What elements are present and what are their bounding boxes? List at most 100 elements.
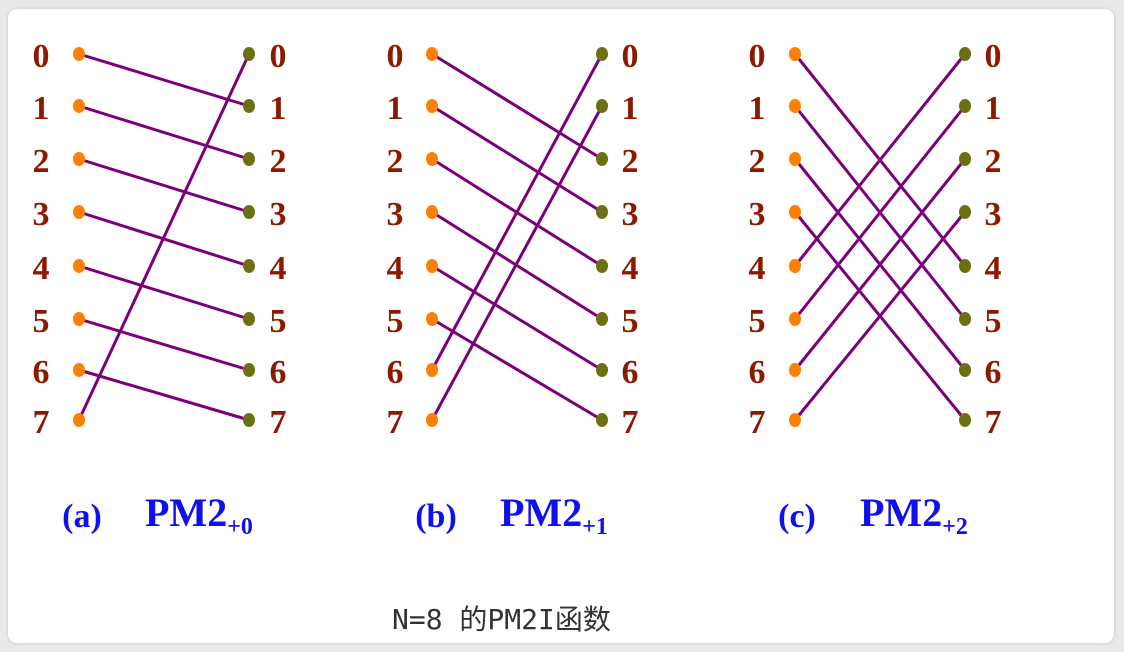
left-node-dot	[426, 99, 438, 113]
left-node-label: 6	[749, 354, 766, 391]
left-node-label: 0	[749, 38, 766, 75]
left-node-dot	[789, 312, 801, 326]
left-node-dot	[426, 47, 438, 61]
right-node-label: 0	[622, 38, 639, 75]
connection-line	[77, 53, 251, 421]
left-node-dot	[73, 413, 85, 427]
right-node-dot	[959, 363, 971, 377]
left-node-label: 6	[33, 354, 50, 391]
left-node-label: 2	[387, 143, 404, 180]
connection-line	[78, 264, 250, 321]
left-node-dot	[73, 259, 85, 273]
left-node-dot	[73, 47, 85, 61]
left-node-label: 3	[749, 196, 766, 233]
left-node-label: 7	[387, 404, 404, 441]
connection-line	[431, 104, 603, 214]
connection-line	[431, 52, 603, 161]
right-node-label: 2	[270, 143, 287, 180]
right-node-label: 5	[622, 303, 639, 340]
left-node-label: 6	[387, 354, 404, 391]
panel-tag: (c)	[778, 498, 816, 535]
caption: N=8 的PM2I函数	[392, 603, 611, 636]
left-node-dot	[73, 152, 85, 166]
left-node-label: 4	[749, 250, 766, 287]
right-node-label: 2	[622, 143, 639, 180]
left-node-dot	[426, 259, 438, 273]
right-node-label: 5	[270, 303, 287, 340]
connection-line	[430, 53, 604, 371]
right-node-label: 5	[985, 303, 1002, 340]
left-node-dot	[789, 152, 801, 166]
left-node-label: 4	[33, 250, 50, 287]
right-node-dot	[596, 205, 608, 219]
right-node-dot	[959, 47, 971, 61]
right-node-label: 3	[270, 196, 287, 233]
function-label: PM2+1	[500, 490, 608, 540]
left-node-dot	[789, 47, 801, 61]
right-node-dot	[596, 152, 608, 166]
right-node-label: 1	[985, 90, 1002, 127]
connection-line	[78, 52, 250, 108]
left-node-label: 3	[33, 196, 50, 233]
right-node-label: 3	[985, 196, 1002, 233]
right-node-dot	[596, 259, 608, 273]
left-node-label: 0	[33, 38, 50, 75]
right-node-dot	[596, 47, 608, 61]
right-node-label: 4	[622, 250, 639, 287]
left-node-label: 7	[749, 404, 766, 441]
right-node-dot	[243, 312, 255, 326]
panel-tag: (a)	[62, 498, 102, 535]
right-node-dot	[596, 413, 608, 427]
left-node-label: 1	[33, 90, 50, 127]
left-node-dot	[789, 259, 801, 273]
right-node-dot	[959, 413, 971, 427]
left-node-dot	[789, 413, 801, 427]
connection-line	[793, 53, 967, 267]
right-node-label: 2	[985, 143, 1002, 180]
function-label: PM2+2	[860, 490, 968, 540]
right-node-dot	[959, 205, 971, 219]
right-node-label: 7	[622, 404, 639, 441]
right-node-label: 3	[622, 196, 639, 233]
right-node-label: 0	[985, 38, 1002, 75]
left-node-dot	[789, 363, 801, 377]
left-node-label: 5	[749, 303, 766, 340]
left-node-dot	[73, 363, 85, 377]
right-node-label: 4	[270, 250, 287, 287]
left-node-label: 5	[33, 303, 50, 340]
connection-line	[78, 368, 250, 422]
right-node-dot	[243, 363, 255, 377]
right-node-dot	[959, 259, 971, 273]
panel-tag: (b)	[415, 498, 457, 535]
right-node-label: 6	[985, 354, 1002, 391]
connection-line	[793, 211, 967, 421]
left-node-label: 1	[387, 90, 404, 127]
right-node-label: 7	[270, 404, 287, 441]
right-node-dot	[243, 413, 255, 427]
right-node-dot	[959, 99, 971, 113]
right-node-label: 7	[985, 404, 1002, 441]
right-node-dot	[596, 99, 608, 113]
connection-line	[78, 104, 250, 161]
left-node-label: 4	[387, 250, 404, 287]
left-node-label: 2	[33, 143, 50, 180]
connection-line	[431, 317, 603, 422]
right-node-label: 0	[270, 38, 287, 75]
right-node-dot	[243, 152, 255, 166]
left-node-label: 3	[387, 196, 404, 233]
connection-line	[78, 157, 250, 214]
right-node-label: 1	[622, 90, 639, 127]
left-node-dot	[426, 363, 438, 377]
left-node-dot	[73, 99, 85, 113]
connection-line	[793, 158, 967, 371]
right-node-dot	[243, 205, 255, 219]
connection-line	[430, 105, 604, 421]
left-node-label: 7	[33, 404, 50, 441]
left-node-label: 1	[749, 90, 766, 127]
left-node-dot	[426, 205, 438, 219]
right-node-dot	[596, 363, 608, 377]
left-node-dot	[73, 205, 85, 219]
